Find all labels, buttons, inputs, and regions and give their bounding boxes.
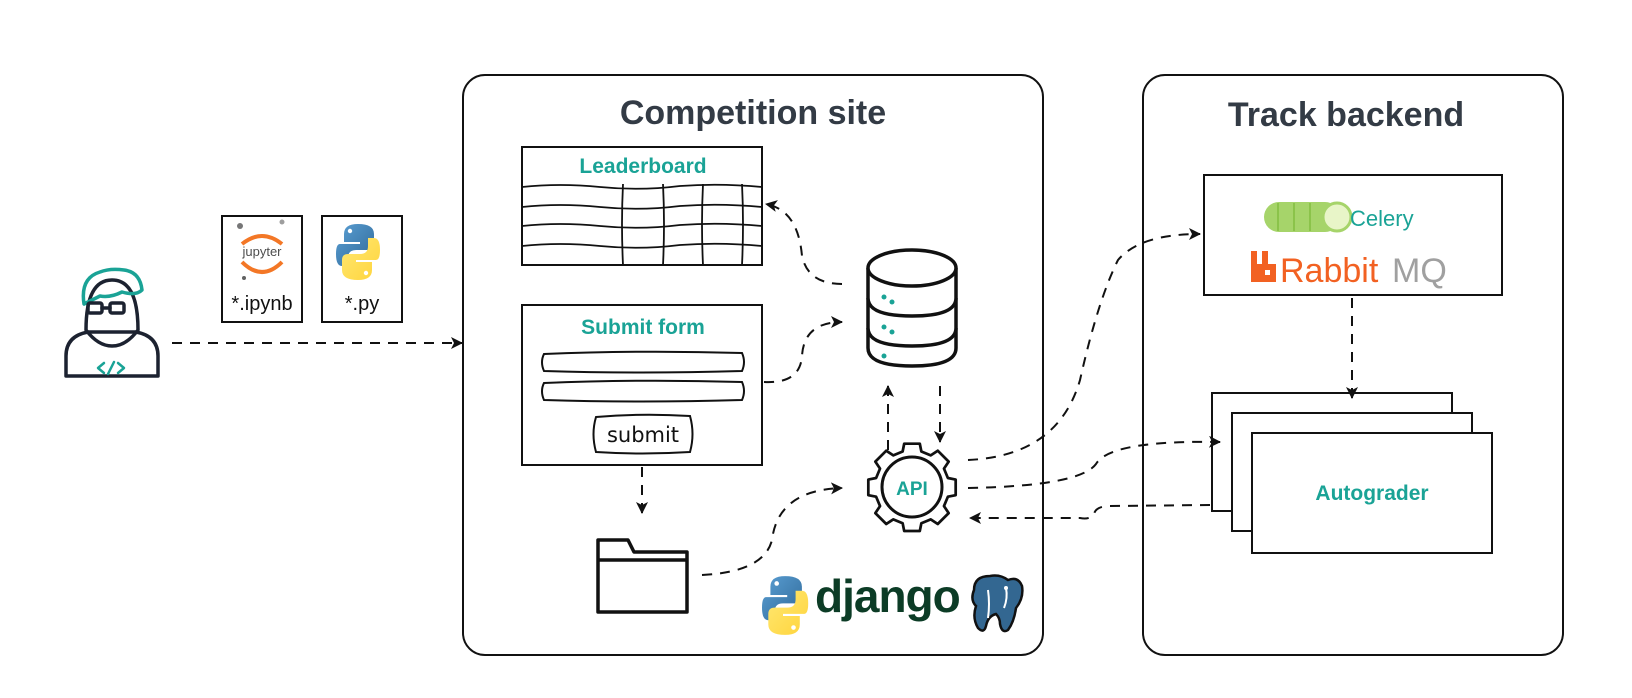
connector-form-to-db bbox=[763, 316, 843, 384]
api-label: API bbox=[896, 479, 928, 500]
python-file-card: *.py bbox=[321, 215, 403, 323]
rabbit-label: Rabbit bbox=[1280, 252, 1379, 290]
message-queue-box: Celery Rabbit MQ bbox=[1203, 174, 1503, 296]
track-backend-title: Track backend bbox=[1228, 96, 1464, 134]
autograder-label: Autograder bbox=[1315, 482, 1428, 505]
python-logo-icon bbox=[336, 224, 380, 280]
submit-form: Submit form submit bbox=[521, 304, 763, 466]
connector-db-to-leaderboard bbox=[765, 200, 843, 285]
submit-form-title: Submit form bbox=[581, 316, 705, 339]
python-file-label: *.py bbox=[345, 293, 379, 315]
notebook-file-card: jupyter *.ipynb bbox=[221, 215, 303, 323]
mq-label: MQ bbox=[1392, 252, 1447, 290]
connector-autograder-to-api bbox=[969, 504, 1211, 524]
connector-folder-to-api bbox=[701, 482, 843, 576]
jupyter-logo-icon: jupyter bbox=[237, 219, 285, 280]
autograder-stack: Autograder bbox=[1211, 392, 1493, 554]
gear-icon bbox=[866, 442, 958, 533]
form-input-field-2[interactable] bbox=[541, 379, 745, 403]
form-input-field-1[interactable] bbox=[541, 350, 745, 374]
notebook-file-label: *.ipynb bbox=[231, 293, 292, 315]
connector-api-to-autograder bbox=[967, 435, 1221, 489]
api-gear: API bbox=[866, 442, 958, 533]
celery-label: Celery bbox=[1350, 206, 1414, 231]
rabbitmq-logo-icon bbox=[1251, 251, 1276, 282]
autograder-card-front bbox=[1251, 432, 1493, 554]
developer-icon bbox=[64, 267, 160, 378]
celery-logo-icon bbox=[1264, 201, 1353, 233]
django-logo-text: django bbox=[815, 570, 960, 622]
track-backend-panel bbox=[1142, 74, 1564, 656]
database-icon bbox=[866, 248, 958, 368]
jupyter-logo-text: jupyter bbox=[241, 244, 282, 259]
connector-api-to-queue bbox=[967, 228, 1201, 461]
postgres-elephant-icon bbox=[971, 574, 1024, 633]
folder-icon bbox=[596, 538, 689, 614]
leaderboard-title: Leaderboard bbox=[579, 155, 706, 178]
python-logo-icon bbox=[762, 576, 809, 635]
leaderboard-table: Leaderboard bbox=[521, 146, 763, 266]
submit-button[interactable]: submit bbox=[592, 413, 694, 455]
competition-site-title: Competition site bbox=[620, 94, 886, 132]
submit-button-label: submit bbox=[607, 423, 679, 447]
